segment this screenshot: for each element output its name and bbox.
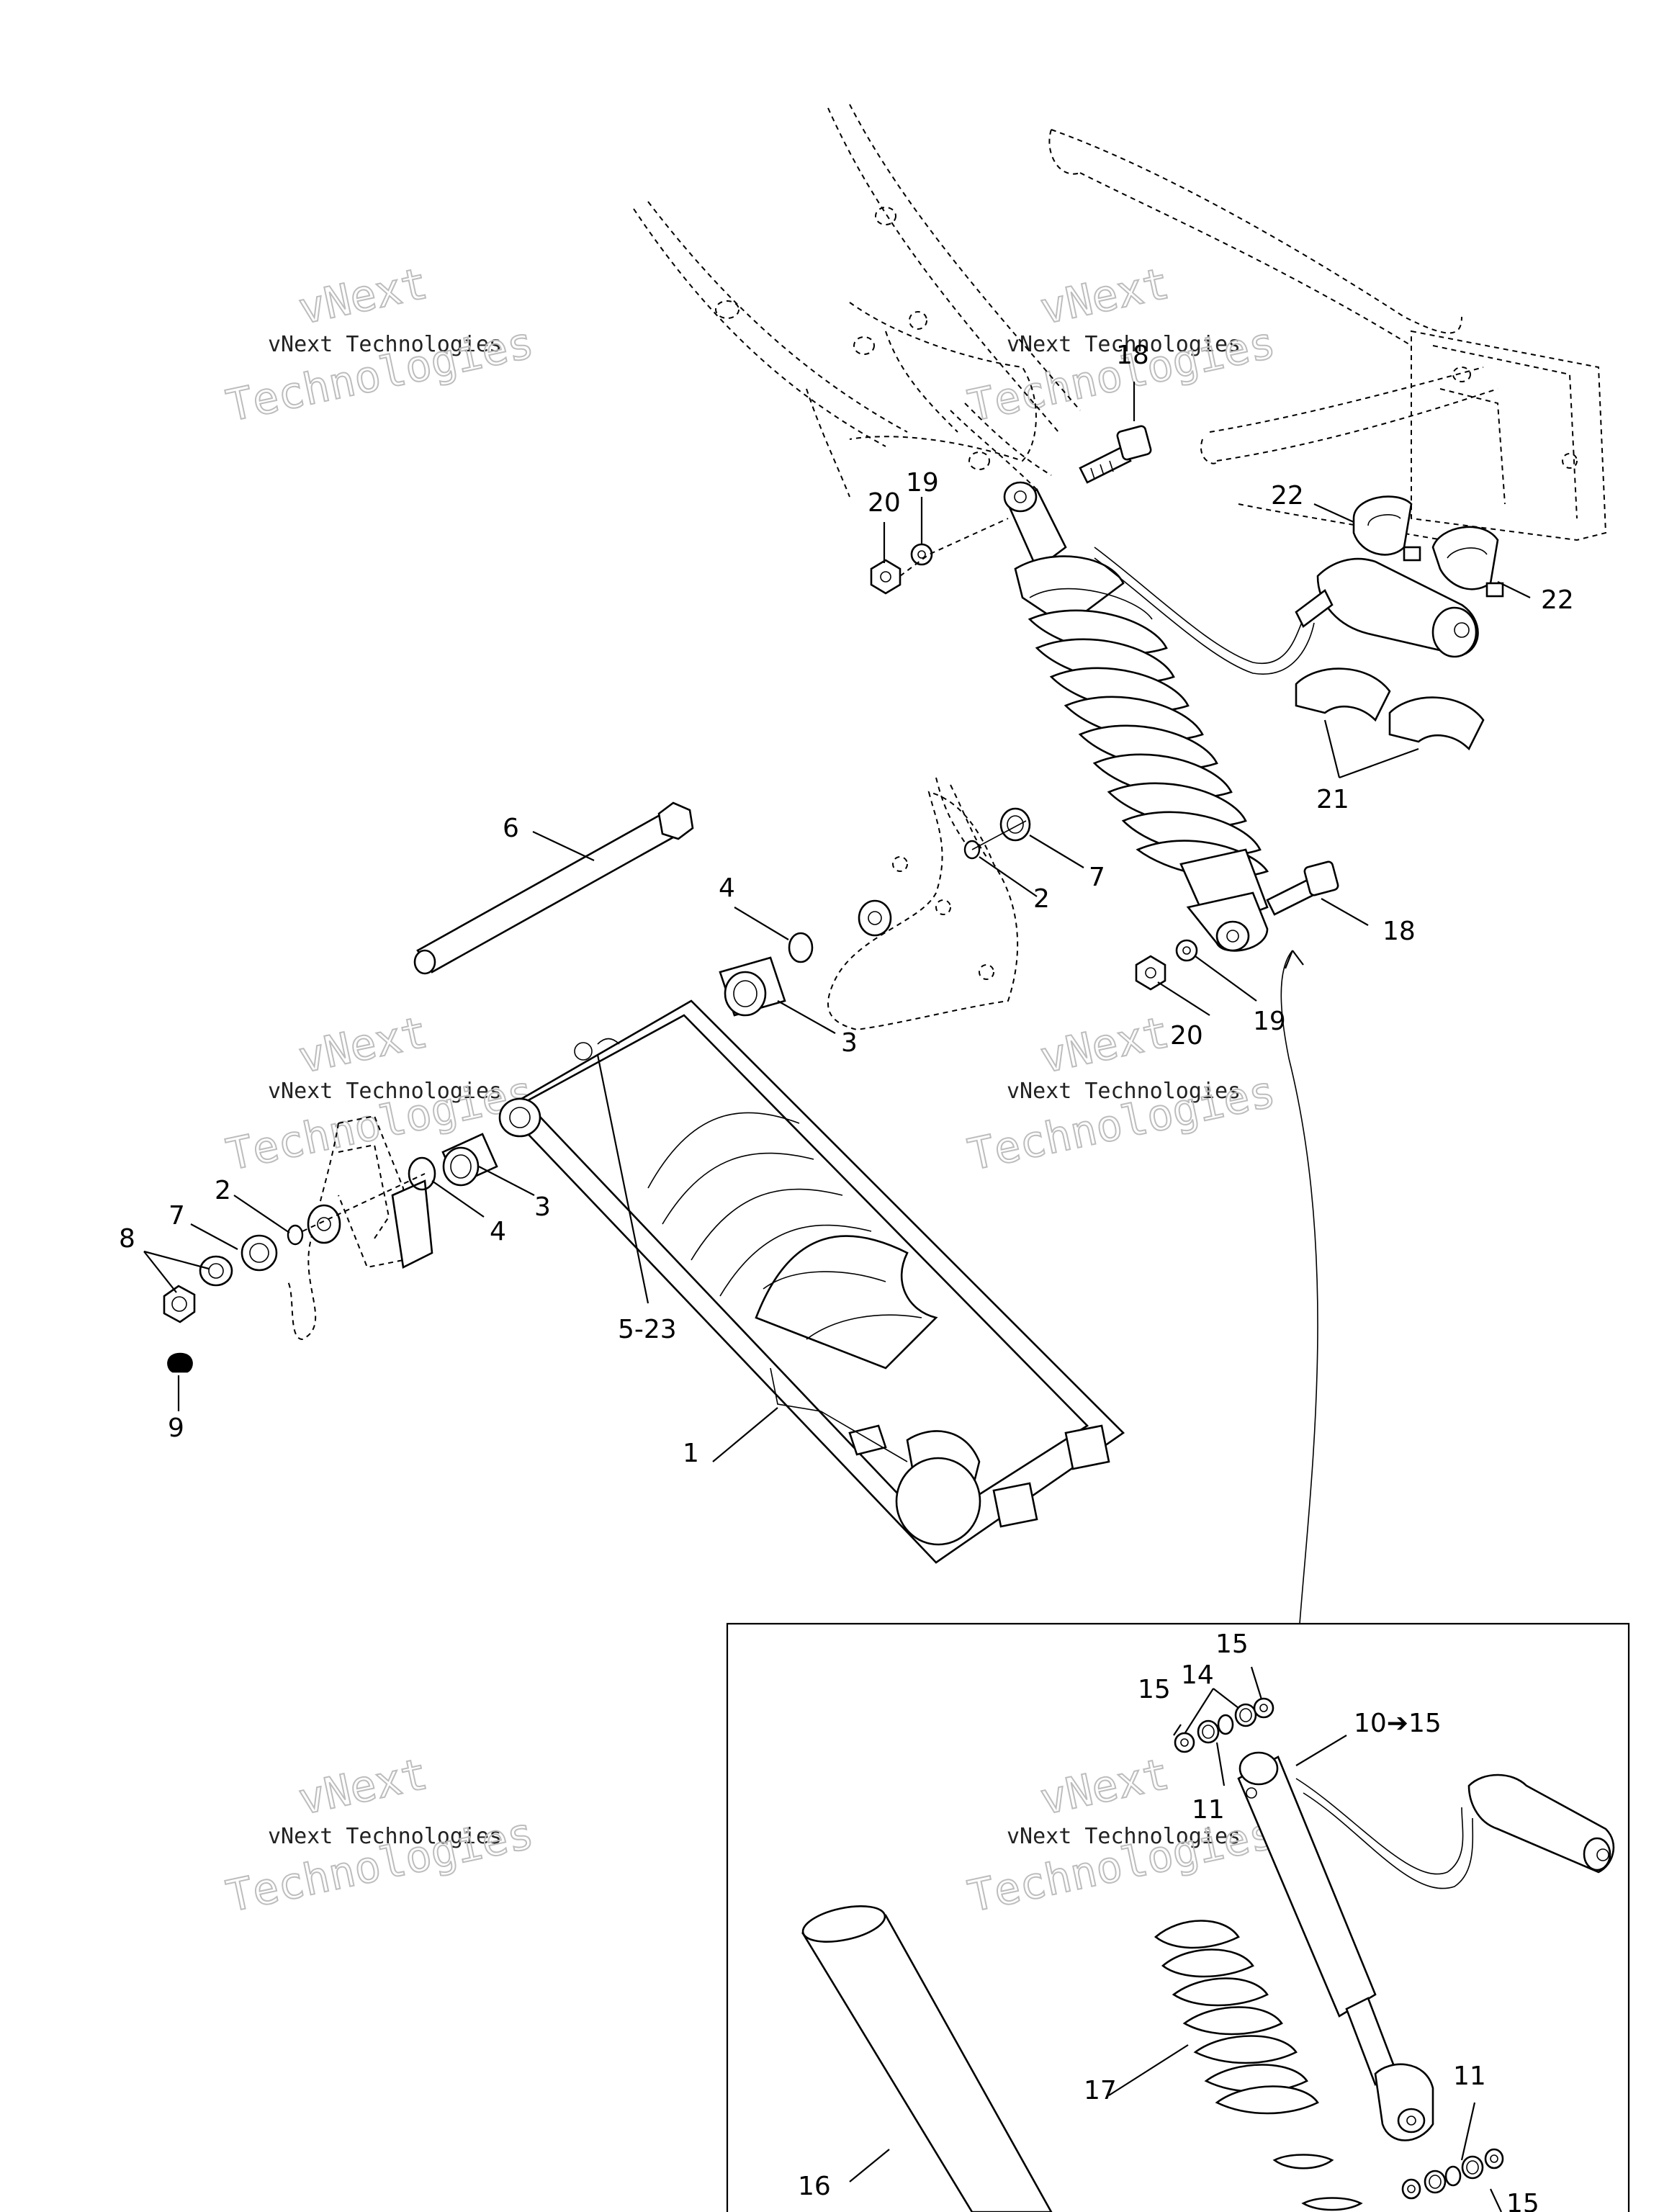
callout-22-right: 22	[1541, 585, 1574, 615]
callout-15-bottom: 15	[1506, 2189, 1539, 2212]
callouts: 18 20 19 22 22 21 6 7 2 4 3 18 19 20 2 7…	[119, 341, 1574, 2212]
callout-22-left: 22	[1271, 481, 1304, 511]
callout-21: 21	[1316, 785, 1349, 814]
watermark-low-left: vNext vNext Technologies Technologies	[222, 1748, 539, 1923]
inset-hardware-top	[1174, 1697, 1274, 1753]
leader-lines	[143, 382, 1531, 2212]
bolt-18-top	[1079, 425, 1152, 484]
watermark-low-right: vNext vNext Technologies Technologies	[963, 1748, 1281, 1923]
svg-text:vNext Technologies: vNext Technologies	[268, 1824, 502, 1849]
svg-text:vNext: vNext	[1036, 1749, 1174, 1825]
callout-19-top: 19	[906, 468, 939, 498]
reservoir-clamp-left	[1352, 495, 1421, 562]
callout-7-left: 7	[168, 1201, 185, 1231]
inset-hardware-bottom	[1401, 2148, 1504, 2200]
svg-text:vNext Technologies: vNext Technologies	[1007, 1824, 1241, 1849]
washer-19-top	[910, 543, 933, 566]
callout-8: 8	[119, 1224, 135, 1254]
inset-sleeve	[801, 1905, 1053, 2212]
callout-17: 17	[1084, 2076, 1117, 2105]
callout-4-left: 4	[490, 1217, 506, 1246]
right-bearing-stack	[719, 807, 1031, 1017]
shock-reservoir	[1295, 557, 1479, 658]
callout-15-top-left: 15	[1138, 1675, 1171, 1704]
callout-1: 1	[683, 1439, 699, 1468]
right-frame-bracket	[827, 777, 1019, 1031]
svg-text:vNext: vNext	[1036, 258, 1174, 335]
nut-20-bottom	[1135, 955, 1166, 991]
pivot-shaft	[413, 801, 694, 975]
left-bearing-stack	[163, 1133, 498, 1373]
reservoir-clamp-right	[1431, 526, 1504, 598]
inset-spring	[1154, 1920, 1363, 2211]
callout-9: 9	[168, 1413, 184, 1443]
callout-18-top: 18	[1116, 341, 1149, 370]
callout-4-right: 4	[719, 873, 735, 903]
nut-20-top	[870, 559, 902, 595]
callout-18-bottom: 18	[1382, 917, 1416, 946]
callout-3-right: 3	[841, 1028, 858, 1058]
callout-10-15: 10➔15	[1354, 1709, 1442, 1738]
callout-3-left: 3	[534, 1192, 551, 1222]
callout-7-right: 7	[1089, 863, 1105, 892]
svg-text:vNext: vNext	[1036, 1007, 1174, 1084]
reservoir-pads	[1295, 667, 1485, 751]
callout-14: 14	[1181, 1660, 1214, 1690]
svg-text:vNext Technologies: vNext Technologies	[1007, 332, 1241, 357]
svg-text:vNext: vNext	[295, 1749, 432, 1825]
svg-text:vNext: vNext	[295, 1007, 432, 1084]
callout-5-23: 5-23	[618, 1315, 677, 1344]
watermark-mid-right: vNext vNext Technologies Technologies	[963, 1007, 1281, 1182]
callout-15-top-right: 15	[1215, 1629, 1249, 1659]
svg-text:vNext Technologies: vNext Technologies	[1007, 1079, 1241, 1104]
shock-absorber	[1003, 481, 1315, 952]
callout-20-top: 20	[868, 488, 901, 518]
swing-arm	[498, 999, 1125, 1564]
frame-outline	[633, 104, 1607, 548]
svg-text:vNext: vNext	[295, 258, 432, 335]
callout-11-bottom: 11	[1453, 2062, 1486, 2091]
callout-2-left: 2	[215, 1176, 231, 1205]
callout-16: 16	[798, 2172, 831, 2201]
watermark-top-left: vNext vNext Technologies Technologies	[222, 258, 539, 433]
inset-shock-body	[1237, 1751, 1615, 2141]
callout-2-right: 2	[1033, 884, 1050, 914]
bolt-18-bottom	[1266, 860, 1339, 916]
callout-11-top: 11	[1192, 1795, 1225, 1825]
top-axis-line	[899, 518, 1009, 577]
shock-spring	[1028, 588, 1269, 878]
svg-text:vNext Technologies: vNext Technologies	[268, 1079, 502, 1104]
callout-6: 6	[503, 814, 519, 843]
washer-19-bottom	[1175, 939, 1198, 962]
callout-19-bottom: 19	[1253, 1007, 1286, 1036]
svg-text:vNext Technologies: vNext Technologies	[268, 332, 502, 357]
inset-box	[726, 950, 1630, 2212]
callout-20-bottom: 20	[1170, 1021, 1203, 1051]
